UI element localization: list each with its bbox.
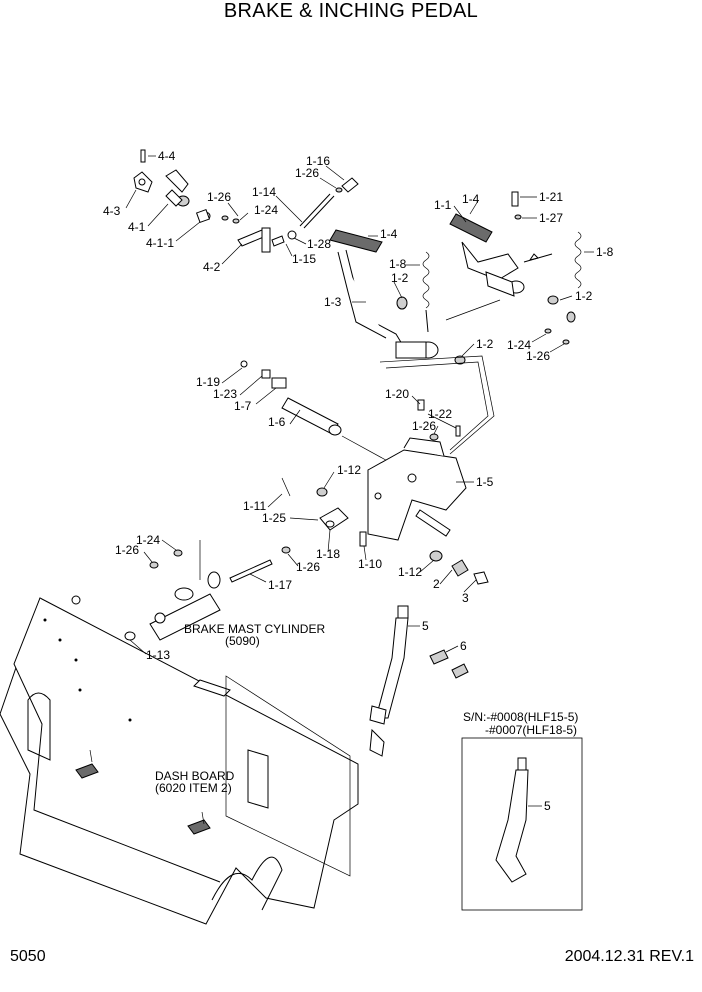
callout-label: 1-6 (268, 415, 286, 429)
page-title: BRAKE & INCHING PEDAL (223, 0, 479, 22)
callout-label: 2 (433, 577, 440, 591)
serial-note-2: -#0007(HLF18-5) (485, 723, 577, 737)
callout-labels: 4-4 4-3 4-1 4-1-1 4-2 1-26 1-24 1-14 1-1… (103, 149, 614, 813)
brake-mast-cylinder (124, 540, 221, 641)
callout-label: 3 (462, 591, 469, 605)
callout-label: 1-4 (462, 192, 480, 206)
callout-label: 5 (422, 619, 429, 633)
callout-label: 1-26 (526, 349, 550, 363)
callout-label: 1-22 (428, 407, 452, 421)
callout-leaders (125, 155, 594, 807)
serial-detail-box (461, 737, 583, 911)
callout-label: 4-1-1 (146, 236, 174, 250)
callout-label: 1-25 (262, 511, 286, 525)
date-revision: 2004.12.31 REV.1 (564, 948, 694, 965)
dash-board (0, 595, 359, 925)
callout-label: 1-26 (296, 560, 320, 574)
callout-label: 1-28 (307, 237, 331, 251)
callout-label: 1-12 (337, 463, 361, 477)
callout-label: 1-3 (324, 295, 342, 309)
callout-label: 1-14 (252, 185, 276, 199)
callout-label: 1-26 (207, 190, 231, 204)
callout-label: 5 (544, 799, 551, 813)
inching-rod-parts (369, 605, 469, 757)
brake-mast-cylinder-ref: (5090) (225, 634, 260, 648)
callout-label: 1-26 (412, 419, 436, 433)
bracket-and-rod-parts (229, 355, 495, 585)
callout-label: 1-8 (389, 257, 407, 271)
callout-label: 1-24 (507, 338, 531, 352)
callout-label: 6 (460, 639, 467, 653)
inching-link-parts (133, 149, 297, 253)
callout-label: 1-11 (243, 499, 266, 513)
callout-label: 1-20 (385, 387, 409, 401)
callout-label: 1-8 (596, 245, 614, 259)
callout-label: 4-4 (158, 149, 176, 163)
callout-label: 1-24 (254, 203, 278, 217)
callout-label: 1-23 (213, 387, 237, 401)
callout-label: 1-27 (539, 211, 563, 225)
callout-label: 1-7 (234, 399, 252, 413)
callout-label: 1-1 (434, 198, 452, 212)
callout-label: 1-2 (476, 337, 494, 351)
callout-label: 4-2 (203, 260, 221, 274)
callout-label: 1-4 (380, 227, 398, 241)
brake-mast-cylinder-note: BRAKE MAST CYLINDER (184, 622, 325, 636)
callout-label: 4-3 (103, 204, 121, 218)
callout-label: 1-10 (358, 557, 382, 571)
callout-label: 1-12 (398, 565, 422, 579)
callout-label: 1-2 (575, 289, 593, 303)
callout-label: 1-16 (306, 154, 330, 168)
callout-label: 1-26 (115, 543, 139, 557)
callout-label: 1-15 (292, 252, 316, 266)
dash-board-ref: (6020 ITEM 2) (155, 781, 232, 795)
callout-label: 1-17 (268, 578, 292, 592)
serial-note: S/N:-#0008(HLF15-5) (463, 710, 578, 724)
pedal-assembly-parts (299, 177, 582, 365)
callout-label: 1-5 (476, 475, 494, 489)
notes: BRAKE MAST CYLINDER (5090) DASH BOARD (6… (155, 622, 578, 795)
callout-label: 1-13 (146, 648, 170, 662)
dash-board-note: DASH BOARD (155, 769, 235, 783)
callout-label: 4-1 (128, 220, 146, 234)
callout-label: 1-21 (539, 190, 563, 204)
callout-label: 1-26 (295, 166, 319, 180)
callout-label: 1-19 (196, 375, 220, 389)
callout-label: 1-2 (391, 271, 409, 285)
page-number: 5050 (10, 948, 46, 965)
callout-label: 1-24 (136, 533, 160, 547)
callout-label: 1-18 (316, 547, 340, 561)
